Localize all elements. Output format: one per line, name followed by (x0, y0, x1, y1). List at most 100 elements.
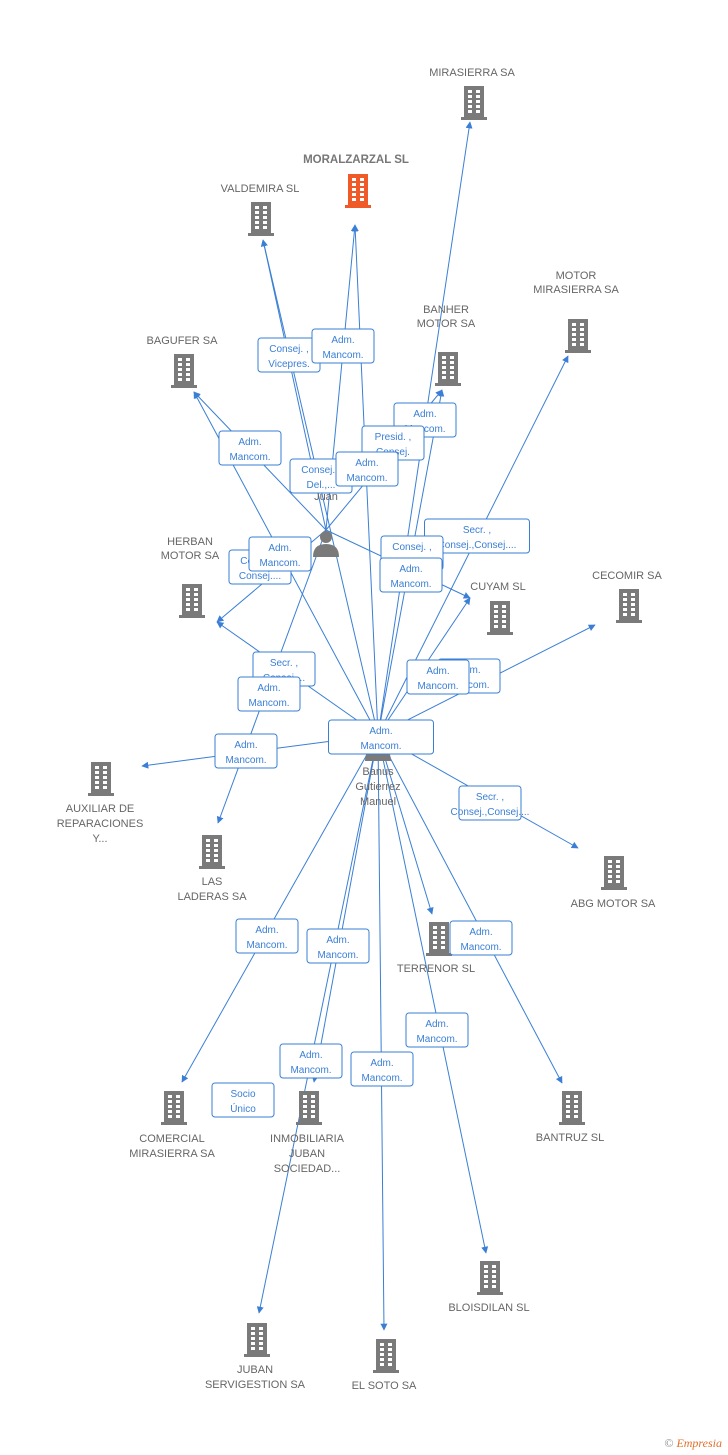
relation-text: Adm. (413, 409, 436, 420)
relation-box (449, 920, 513, 956)
relation-label[interactable]: Consej. ,Vicepres. (257, 337, 321, 373)
building-icon (559, 1091, 585, 1125)
relation-label[interactable]: Adm.Mancom. (237, 676, 301, 712)
relation-label[interactable]: Adm.Mancom. (335, 451, 399, 487)
node-label: MIRASIERRA SA (533, 284, 619, 296)
relation-text: Secr. , (270, 658, 298, 669)
relation-label[interactable]: Adm.Mancom. (406, 659, 470, 695)
relation-label[interactable]: Adm.Mancom. (328, 719, 434, 755)
relation-text: Consej.... (239, 571, 281, 582)
node-herban[interactable]: HERBAN MOTOR SA (161, 536, 220, 618)
node-label: MOTOR (556, 270, 597, 282)
relation-label[interactable]: Adm.Mancom. (218, 430, 282, 466)
node-comercial[interactable]: COMERCIAL MIRASIERRA SA (129, 1091, 215, 1160)
relation-label[interactable]: Adm.Mancom. (214, 733, 278, 769)
node-label: Manuel (360, 796, 396, 808)
node-label: MIRASIERRA SA (129, 1148, 215, 1160)
relation-box (328, 719, 434, 755)
node-valdemira[interactable]: VALDEMIRA SL (221, 183, 300, 236)
node-label: VALDEMIRA SL (221, 183, 300, 195)
node-label: BLOISDILAN SL (448, 1302, 529, 1314)
node-bagufer[interactable]: BAGUFER SA (147, 335, 219, 388)
relations-layer: Consej. ,Vicepres.Adm.Mancom.Adm.Mancom.… (211, 328, 530, 1118)
relation-box (279, 1043, 343, 1079)
relation-label[interactable]: Adm.Mancom. (449, 920, 513, 956)
relation-text: Adm. (257, 683, 280, 694)
relation-label[interactable]: Adm.Mancom. (405, 1012, 469, 1048)
relation-text: Adm. (399, 564, 422, 575)
node-cecomir[interactable]: CECOMIR SA (592, 570, 662, 623)
node-abg[interactable]: ABG MOTOR SA (571, 856, 656, 910)
node-label: LADERAS SA (177, 891, 247, 903)
relation-label[interactable]: Adm.Mancom. (350, 1051, 414, 1087)
relation-text: Único (230, 1102, 256, 1115)
relation-text: Mancom. (361, 1073, 402, 1084)
edge-manuel-terrenor (377, 734, 434, 915)
relation-label[interactable]: Secr. ,Consej.,Consej.... (451, 785, 530, 821)
relation-text: Mancom. (416, 1034, 457, 1045)
node-cuyam[interactable]: CUYAM SL (470, 581, 526, 635)
relation-text: Mancom. (404, 424, 445, 435)
relation-label[interactable]: Adm.Mancom. (311, 328, 375, 364)
relation-box (405, 1012, 469, 1048)
node-bloisdilan[interactable]: BLOISDILAN SL (448, 1261, 530, 1314)
relation-label[interactable]: Adm.Mancom. (379, 557, 443, 593)
edge-manuel-comercial (181, 734, 379, 1083)
brand-logo-text[interactable]: Empresia (676, 1436, 722, 1450)
building-icon (345, 174, 371, 208)
node-label: MIRASIERRA SA (429, 67, 515, 79)
relation-label[interactable]: Adm.Mancom. (279, 1043, 343, 1079)
node-label: Y... (92, 833, 107, 845)
relation-text: Adm. (299, 1050, 322, 1061)
node-label: MOTOR SA (161, 550, 220, 562)
relation-text: Mancom. (417, 681, 458, 692)
building-icon (601, 856, 627, 890)
node-label: HERBAN (167, 536, 213, 548)
relation-label[interactable]: Adm.Mancom. (235, 918, 299, 954)
node-bantruz[interactable]: BANTRUZ SL (536, 1091, 604, 1144)
relation-label[interactable]: Adm.Mancom. (248, 536, 312, 572)
person-icon (313, 531, 339, 557)
relation-text: Adm. (255, 925, 278, 936)
relation-text: Mancom. (322, 350, 363, 361)
building-icon (161, 1091, 187, 1125)
relation-box (335, 451, 399, 487)
node-label: TERRENOR SL (397, 963, 475, 975)
building-icon (487, 601, 513, 635)
footer-credit: © Empresia (664, 1436, 722, 1451)
node-elsoto[interactable]: EL SOTO SA (352, 1339, 417, 1392)
node-label: BANTRUZ SL (536, 1132, 604, 1144)
node-auxiliar[interactable]: AUXILIAR DEREPARACIONESY... (57, 762, 144, 845)
relation-text: Adm. (355, 458, 378, 469)
node-inmobiliaria[interactable]: INMOBILIARIAJUBANSOCIEDAD... (270, 1091, 345, 1175)
node-label: MOTOR SA (417, 318, 476, 330)
building-icon (616, 589, 642, 623)
node-moralzarzal[interactable]: MORALZARZAL SL (303, 154, 409, 208)
relation-box (211, 1082, 275, 1118)
node-label: COMERCIAL (139, 1133, 204, 1145)
node-laderas[interactable]: LAS LADERAS SA (177, 835, 247, 903)
relation-text: Adm. (326, 935, 349, 946)
relation-box (458, 785, 522, 821)
relation-box (406, 659, 470, 695)
building-icon (88, 762, 114, 796)
node-mirasierra[interactable]: MIRASIERRA SA (429, 67, 515, 120)
node-label: JUBAN (289, 1148, 325, 1160)
relation-text: Secr. , (463, 525, 491, 536)
building-icon (477, 1261, 503, 1295)
node-label: MORALZARZAL SL (303, 154, 409, 166)
edge-manuel-elsoto (377, 734, 388, 1331)
node-label: Banus (362, 766, 394, 778)
node-label: SERVIGESTION SA (205, 1379, 306, 1391)
node-label: LAS (202, 876, 223, 888)
node-motor_mirasierra[interactable]: MOTOR MIRASIERRA SA (533, 270, 619, 353)
relation-label[interactable]: Adm.Mancom. (306, 928, 370, 964)
relation-text: Adm. (469, 927, 492, 938)
building-icon (296, 1091, 322, 1125)
relation-text: Mancom. (229, 452, 270, 463)
node-terrenor[interactable]: TERRENOR SL (397, 922, 475, 975)
